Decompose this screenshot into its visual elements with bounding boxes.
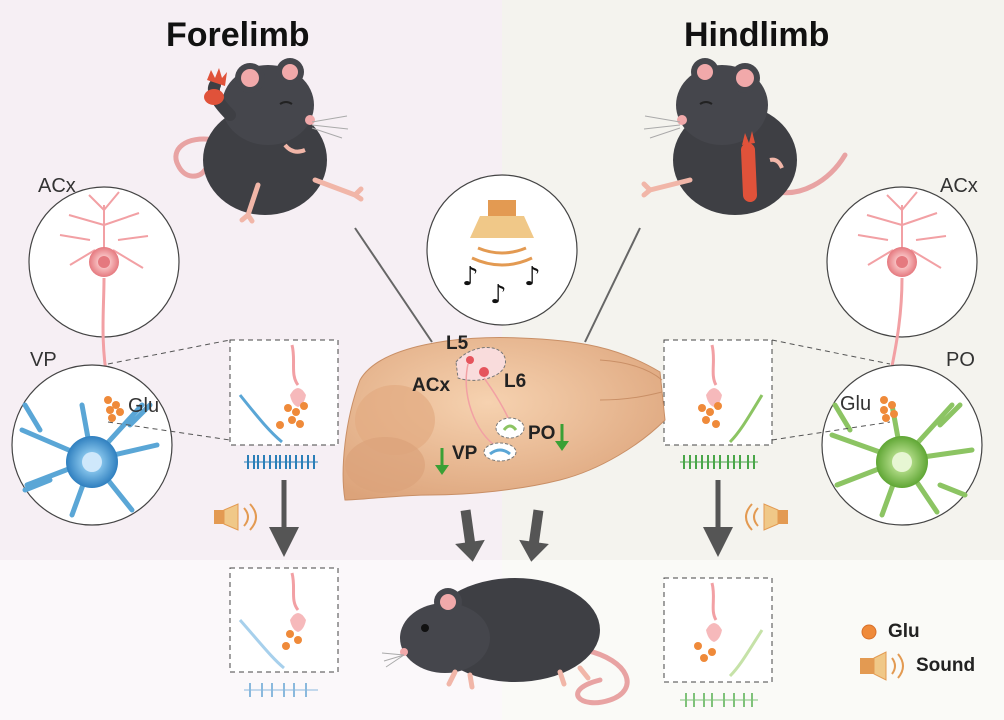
right-speaker-icon: [745, 503, 788, 531]
po-spike-train-after: [680, 693, 758, 707]
vp-synapse-box-before: [229, 339, 339, 446]
svg-text:♪: ♪: [462, 262, 479, 292]
po-neuron-circle: [821, 364, 983, 526]
po-spike-train-before: [680, 455, 758, 469]
behaving-mouse-illustration: [381, 578, 630, 706]
left-glu-label: Glu: [128, 395, 160, 417]
hindlimb-connector-line: [584, 227, 641, 343]
outcome-arrows: [455, 509, 549, 562]
legend-sound-label: Sound: [916, 655, 976, 676]
vp-spike-train-before: [244, 455, 318, 469]
legend-speaker-icon: [860, 651, 904, 681]
right-glu-label: Glu: [840, 393, 872, 415]
left-speaker-icon: [214, 503, 257, 531]
hindlimb-title: Hindlimb: [684, 16, 830, 54]
hindlimb-mouse-illustration: [641, 58, 848, 215]
legend-glu-label: Glu: [888, 621, 920, 642]
acx-neuron-circle-left: [28, 186, 180, 338]
brain-po-label: PO: [528, 423, 556, 444]
right-acx-label: ACx: [940, 175, 978, 197]
vp-synapse-box-after: [229, 567, 339, 673]
left-acx-label: ACx: [38, 175, 76, 197]
po-synapse-box-before: [663, 339, 773, 446]
mouse-brain: [342, 337, 666, 501]
brain-acx-label: ACx: [412, 375, 451, 396]
po-region-label: PO: [946, 349, 975, 371]
acx-neuron-circle-right: [826, 186, 978, 338]
brain-l6-label: L6: [504, 371, 527, 392]
legend-glu-dot-icon: [861, 624, 877, 640]
svg-text:♪: ♪: [490, 280, 507, 310]
vp-neuron-circle: [11, 364, 173, 526]
vp-region-label: VP: [30, 349, 57, 371]
forelimb-mouse-illustration: [173, 58, 364, 224]
forelimb-connector-line: [354, 227, 433, 343]
po-synapse-box-after: [663, 577, 773, 683]
brain-l5-label: L5: [446, 333, 469, 354]
brain-vp-label: VP: [452, 443, 478, 464]
svg-text:♪: ♪: [524, 262, 541, 292]
forelimb-title: Forelimb: [166, 16, 310, 54]
sound-stimulus-circle: ♪ ♪ ♪: [426, 174, 578, 326]
vp-spike-train-after: [244, 683, 318, 697]
